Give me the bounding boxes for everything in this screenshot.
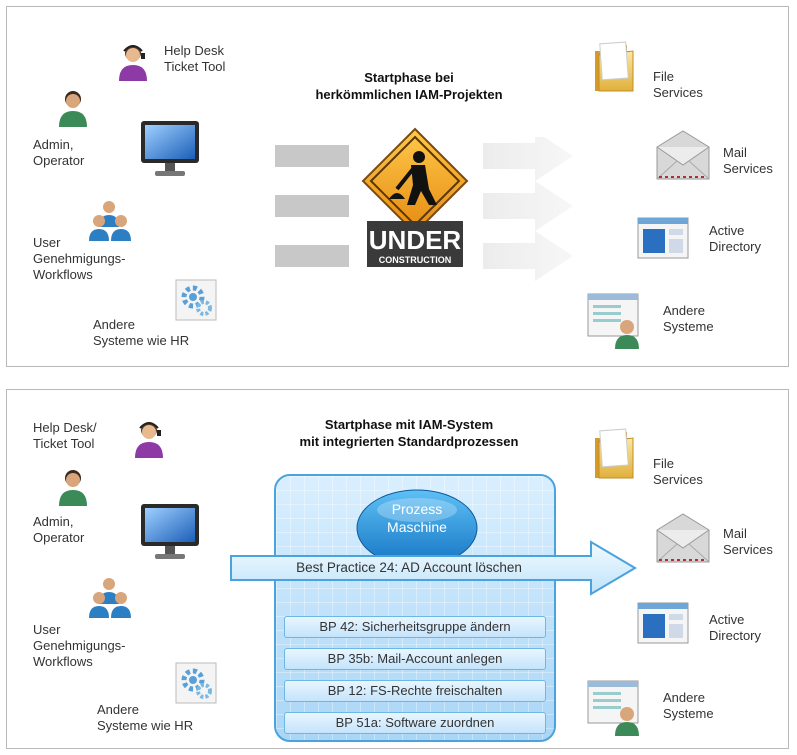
process-sphere-icon bbox=[356, 489, 478, 567]
mail-envelope-icon bbox=[656, 130, 710, 180]
file-services-label: File Services bbox=[653, 456, 703, 488]
helpdesk-label: Help Desk/ Ticket Tool bbox=[33, 420, 97, 452]
sign-text-under: UNDER bbox=[369, 225, 462, 255]
user-label-line3: Workflows bbox=[33, 267, 93, 282]
mail-label-line2: Services bbox=[723, 542, 773, 557]
hr-label: Andere Systeme wie HR bbox=[93, 317, 189, 349]
folder-icon bbox=[594, 41, 634, 92]
process-row: BP 12: FS-Rechte freischalten bbox=[284, 680, 546, 702]
bottom-title-line2: mit integrierten Standardprozessen bbox=[299, 434, 519, 449]
grey-bar-1 bbox=[275, 145, 349, 167]
grey-bar-2 bbox=[275, 195, 349, 217]
other-label-line1: Andere bbox=[663, 690, 705, 705]
hr-label: Andere Systeme wie HR bbox=[97, 702, 193, 734]
active-directory-icon bbox=[637, 602, 689, 644]
top-title-line2: herkömmlichen IAM-Projekten bbox=[315, 87, 503, 102]
other-label-line1: Andere bbox=[663, 303, 705, 318]
bottom-title-line1: Startphase mit IAM-System bbox=[324, 417, 494, 432]
hr-label-line2: Systeme wie HR bbox=[97, 718, 194, 733]
file-label-line1: File bbox=[653, 69, 674, 84]
active-directory-icon bbox=[637, 217, 689, 259]
top-title-line1: Startphase bei bbox=[364, 70, 454, 85]
process-row: BP 51a: Software zuordnen bbox=[284, 712, 546, 734]
helpdesk-label-line2: Ticket Tool bbox=[33, 436, 95, 451]
best-practice-arrow bbox=[230, 540, 637, 596]
best-practice-label: Best Practice 24: AD Account löschen bbox=[296, 560, 522, 575]
mail-services-label: Mail Services bbox=[723, 145, 773, 177]
mail-services-label: Mail Services bbox=[723, 526, 773, 558]
under-construction-sign-icon: UNDER CONSTRUCTION bbox=[361, 127, 469, 267]
top-title: Startphase bei herkömmlichen IAM-Projekt… bbox=[239, 69, 579, 103]
helpdesk-person-icon bbox=[118, 44, 148, 82]
mail-envelope-icon bbox=[656, 513, 710, 563]
machine-label-line1: Prozess bbox=[391, 501, 443, 517]
helpdesk-label-line2: Ticket Tool bbox=[164, 59, 226, 74]
other-systems-label: Andere Systeme bbox=[663, 303, 714, 335]
hr-label-line1: Andere bbox=[93, 317, 135, 332]
folder-icon bbox=[594, 428, 634, 479]
gear-icon bbox=[175, 662, 219, 706]
file-label-line2: Services bbox=[653, 472, 703, 487]
other-systems-icon bbox=[587, 680, 640, 737]
other-label-line2: Systeme bbox=[663, 319, 714, 334]
user-label-line3: Workflows bbox=[33, 654, 93, 669]
admin-label-line2: Operator bbox=[33, 153, 85, 168]
ad-label-line2: Directory bbox=[709, 239, 762, 254]
process-machine: Prozess Maschine BP 42: Sicherheitsgrupp… bbox=[274, 474, 556, 742]
helpdesk-label: Help Desk Ticket Tool bbox=[164, 43, 225, 75]
helpdesk-label-line1: Help Desk/ bbox=[33, 420, 97, 435]
mail-label-line2: Services bbox=[723, 161, 773, 176]
user-label-line1: User bbox=[33, 622, 61, 637]
hr-label-line1: Andere bbox=[97, 702, 139, 717]
admin-label: Admin, Operator bbox=[33, 137, 84, 169]
admin-label-line1: Admin, bbox=[33, 514, 74, 529]
process-row: BP 42: Sicherheitsgruppe ändern bbox=[284, 616, 546, 638]
mail-label-line1: Mail bbox=[723, 526, 747, 541]
monitor-icon bbox=[141, 504, 199, 559]
user-label: User Genehmigungs- Workflows bbox=[33, 622, 126, 670]
admin-person-icon bbox=[59, 470, 87, 506]
monitor-icon bbox=[141, 121, 199, 176]
process-row: BP 35b: Mail-Account anlegen bbox=[284, 648, 546, 670]
other-label-line2: Systeme bbox=[663, 706, 714, 721]
ad-label-line1: Active bbox=[709, 223, 745, 238]
admin-person-icon bbox=[59, 91, 87, 127]
file-services-label: File Services bbox=[653, 69, 703, 101]
user-label-line2: Genehmigungs- bbox=[33, 638, 126, 653]
panel-iam-system: Startphase mit IAM-System mit integriert… bbox=[6, 389, 789, 749]
grey-arrow-1 bbox=[483, 137, 573, 181]
admin-label: Admin, Operator bbox=[33, 514, 84, 546]
file-label-line1: File bbox=[653, 456, 674, 471]
admin-label-line1: Admin, bbox=[33, 137, 74, 152]
ad-label-line2: Directory bbox=[709, 628, 762, 643]
user-label-line1: User bbox=[33, 235, 61, 250]
sign-text-construction: CONSTRUCTION bbox=[379, 255, 452, 265]
ad-label-line1: Active bbox=[709, 612, 745, 627]
admin-label-line2: Operator bbox=[33, 530, 85, 545]
hr-label-line2: Systeme wie HR bbox=[93, 333, 190, 348]
user-label-line2: Genehmigungs- bbox=[33, 251, 126, 266]
machine-label: Prozess Maschine bbox=[357, 500, 477, 536]
blocked-flow-graphic bbox=[275, 137, 573, 281]
helpdesk-person-icon bbox=[134, 421, 164, 459]
bottom-title: Startphase mit IAM-System mit integriert… bbox=[239, 416, 579, 450]
other-systems-label: Andere Systeme bbox=[663, 690, 714, 722]
machine-label-line2: Maschine bbox=[387, 519, 447, 535]
other-systems-icon bbox=[587, 293, 640, 350]
panel-traditional-iam: Startphase bei herkömmlichen IAM-Projekt… bbox=[6, 6, 789, 367]
helpdesk-label-line1: Help Desk bbox=[164, 43, 224, 58]
active-directory-label: Active Directory bbox=[709, 612, 761, 644]
user-label: User Genehmigungs- Workflows bbox=[33, 235, 126, 283]
mail-label-line1: Mail bbox=[723, 145, 747, 160]
grey-arrow-2 bbox=[483, 181, 573, 231]
grey-arrow-3 bbox=[483, 231, 573, 281]
active-directory-label: Active Directory bbox=[709, 223, 761, 255]
user-group-icon bbox=[85, 574, 137, 620]
grey-bar-3 bbox=[275, 245, 349, 267]
file-label-line2: Services bbox=[653, 85, 703, 100]
